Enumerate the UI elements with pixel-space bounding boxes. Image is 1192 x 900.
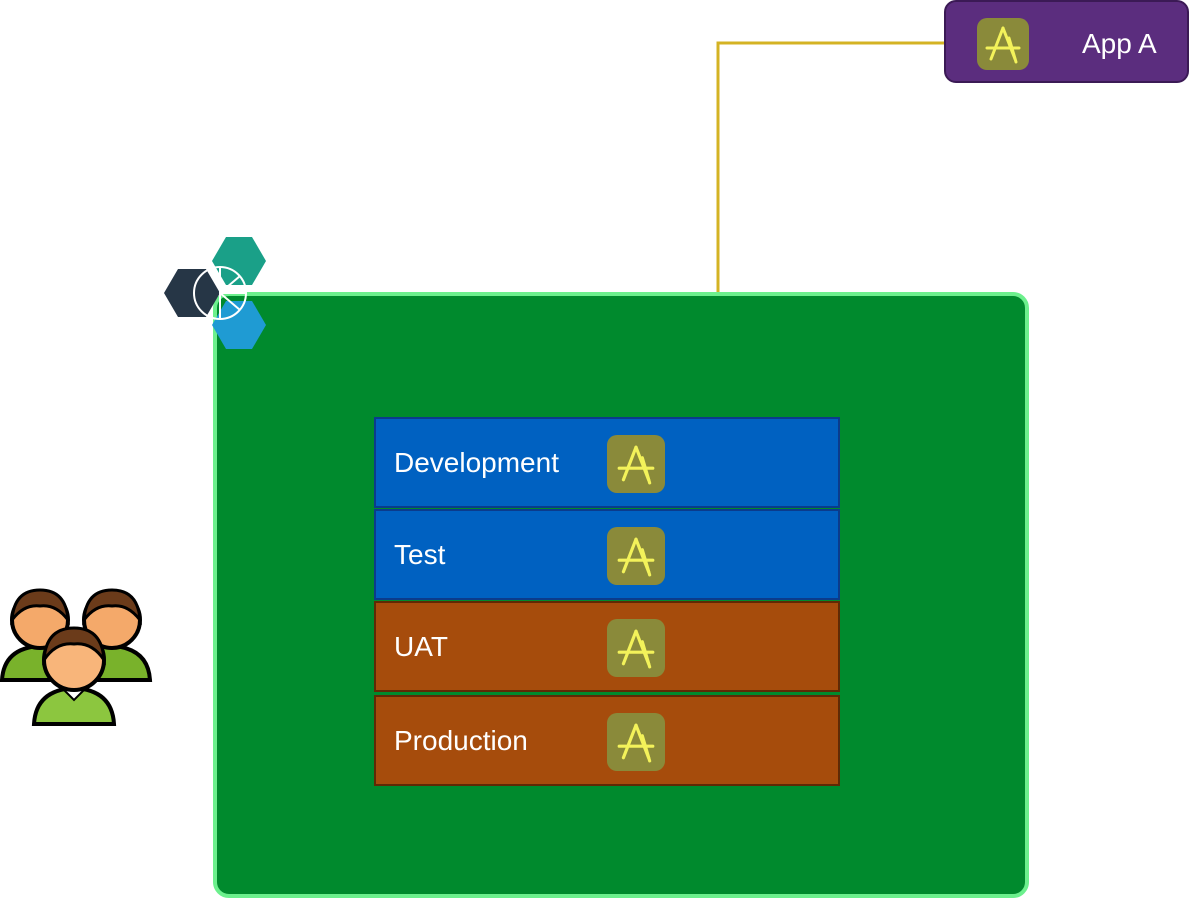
- env-label: Production: [394, 724, 528, 756]
- app-store-icon: [607, 619, 665, 677]
- app-store-icon: [977, 18, 1029, 70]
- app-store-icon: [607, 435, 665, 493]
- bluemix-logo-icon: [164, 237, 266, 349]
- env-label: Development: [394, 446, 559, 478]
- env-production[interactable]: Production: [374, 695, 840, 786]
- env-label: Test: [394, 538, 446, 570]
- app-store-icon: [607, 713, 665, 771]
- app-a-box[interactable]: App A: [944, 0, 1189, 83]
- user-group-icon: [0, 588, 153, 726]
- env-test[interactable]: Test: [374, 509, 840, 600]
- app-a-label: App A: [1082, 28, 1157, 59]
- env-label: UAT: [394, 630, 448, 662]
- app-store-icon: [607, 527, 665, 585]
- env-development[interactable]: Development: [374, 417, 840, 508]
- env-uat[interactable]: UAT: [374, 601, 840, 692]
